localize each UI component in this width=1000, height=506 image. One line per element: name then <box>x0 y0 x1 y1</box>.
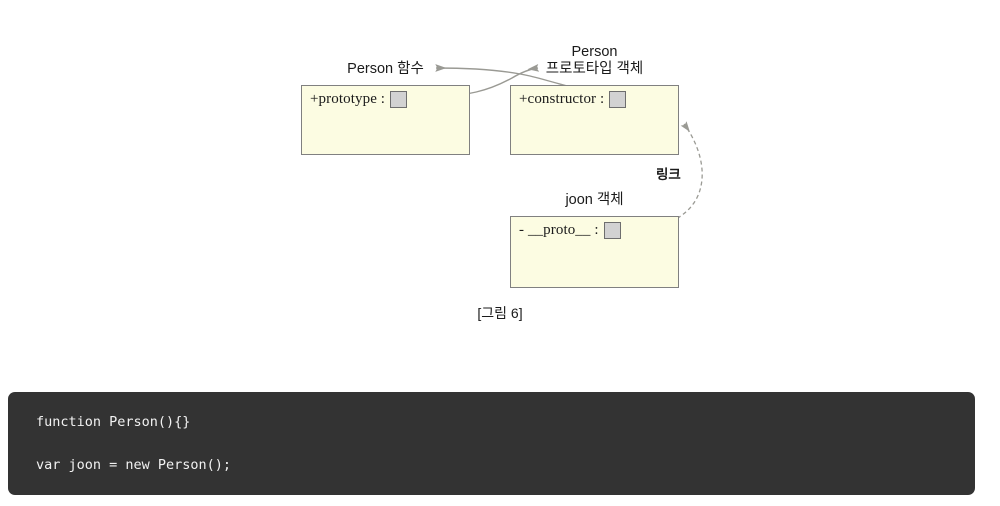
label-person-function: Person 함수 <box>301 61 470 78</box>
prototype-slot-square <box>390 91 408 108</box>
row-prototype-attribute: +prototype : <box>310 91 408 108</box>
row-constructor-attribute: +constructor : <box>519 91 627 108</box>
figure-caption: [그림 6] <box>477 305 523 321</box>
label-person-function-text: Person 함수 <box>347 61 424 77</box>
attribute-constructor: +constructor : <box>519 91 605 107</box>
row-proto-attribute: - __proto__ : <box>519 222 621 239</box>
attribute-proto: - __proto__ : <box>519 222 599 238</box>
label-joon-object-text: joon 객체 <box>565 192 624 208</box>
label-person-prototype-object-line1: Person <box>571 44 618 60</box>
label-person-prototype-object-line2: 프로토타입 객체 <box>545 61 644 77</box>
box-joon-object: - __proto__ : <box>510 216 679 288</box>
constructor-slot-square <box>609 91 627 108</box>
diagram-area: Person 함수 +prototype : Person 프로토타입 객체 +… <box>301 44 703 321</box>
code-block: function Person(){} var joon = new Perso… <box>8 392 975 495</box>
box-person-prototype-object: +constructor : <box>510 85 679 155</box>
box-person-function: +prototype : <box>301 85 470 155</box>
label-joon-object: joon 객체 <box>510 192 679 209</box>
code-line-1: function Person(){} <box>36 414 191 430</box>
attribute-prototype: +prototype : <box>310 91 386 107</box>
proto-slot-square <box>603 222 621 239</box>
code-line-2: var joon = new Person(); <box>36 457 232 473</box>
label-person-prototype-object: Person 프로토타입 객체 <box>510 44 679 78</box>
edge-label-link: 링크 <box>656 167 681 182</box>
code-line-blank <box>36 430 975 457</box>
